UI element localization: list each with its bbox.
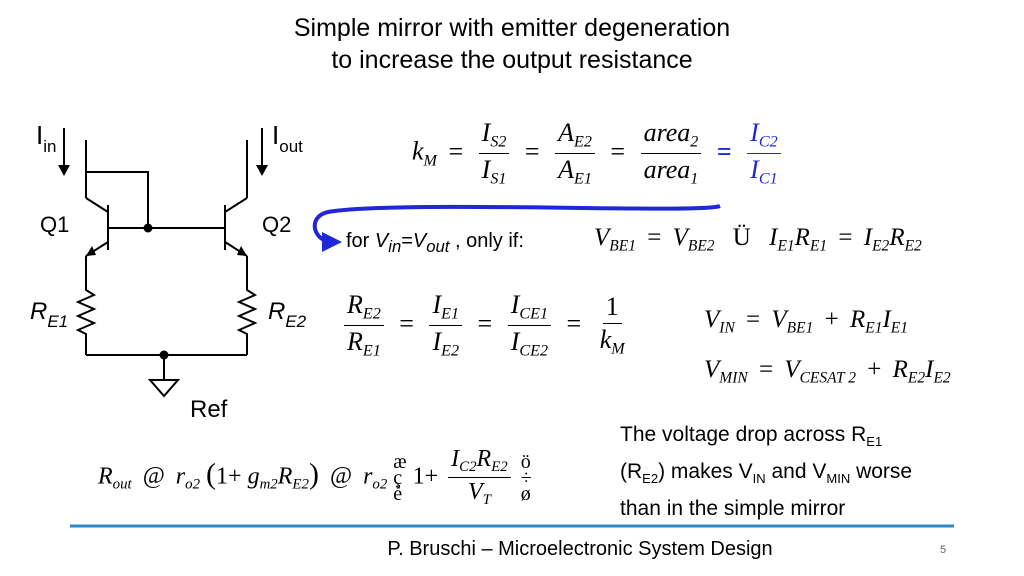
footer-text: P. Bruschi – Microelectronic System Desi… [387,538,773,560]
condition-text: for Vin=Vout , only if: [346,230,524,256]
vmin-equation: VMIN = VCESAT 2 + RE2IE2 [704,356,951,387]
iout-label: Iout [272,120,303,156]
title-line-1: Simple mirror with emitter degeneration [293,14,731,42]
q1-emitter-arrow [86,246,96,256]
q2-emitter-arrow [237,246,247,256]
blue-arrowhead [322,232,342,252]
blue-pointer-arrow [312,204,721,242]
rail-junction-dot [159,350,169,360]
iin-arrowhead [58,165,70,176]
diode-connection [86,171,149,228]
q2-label: Q2 [262,212,292,237]
base-junction-dot [143,223,153,233]
title-line-2: to increase the output resistance [331,46,693,74]
q1-transistor [85,172,225,257]
q1-label: Q1 [40,212,70,237]
re2-label: RE2 [268,298,307,331]
explanatory-note: The voltage drop across RE1 (RE2) makes … [620,423,913,521]
ground-symbol [147,379,181,398]
re1-resistor [75,282,97,355]
slide-title: Simple mirror with emitter degeneration … [0,12,1024,76]
iout-arrowhead [256,165,268,176]
re2-resistor [236,282,258,355]
vin-equation: VIN = VBE1 + RE1IE1 [704,306,909,337]
page-number: 5 [940,544,947,556]
vbe-condition: VBE1 = VBE2 Ü IE1RE1 = IE2RE2 [594,224,922,255]
iin-label: Iin [36,120,57,156]
q2-transistor [224,197,248,257]
ref-label: Ref [190,396,228,423]
re1-label: RE1 [30,298,69,331]
